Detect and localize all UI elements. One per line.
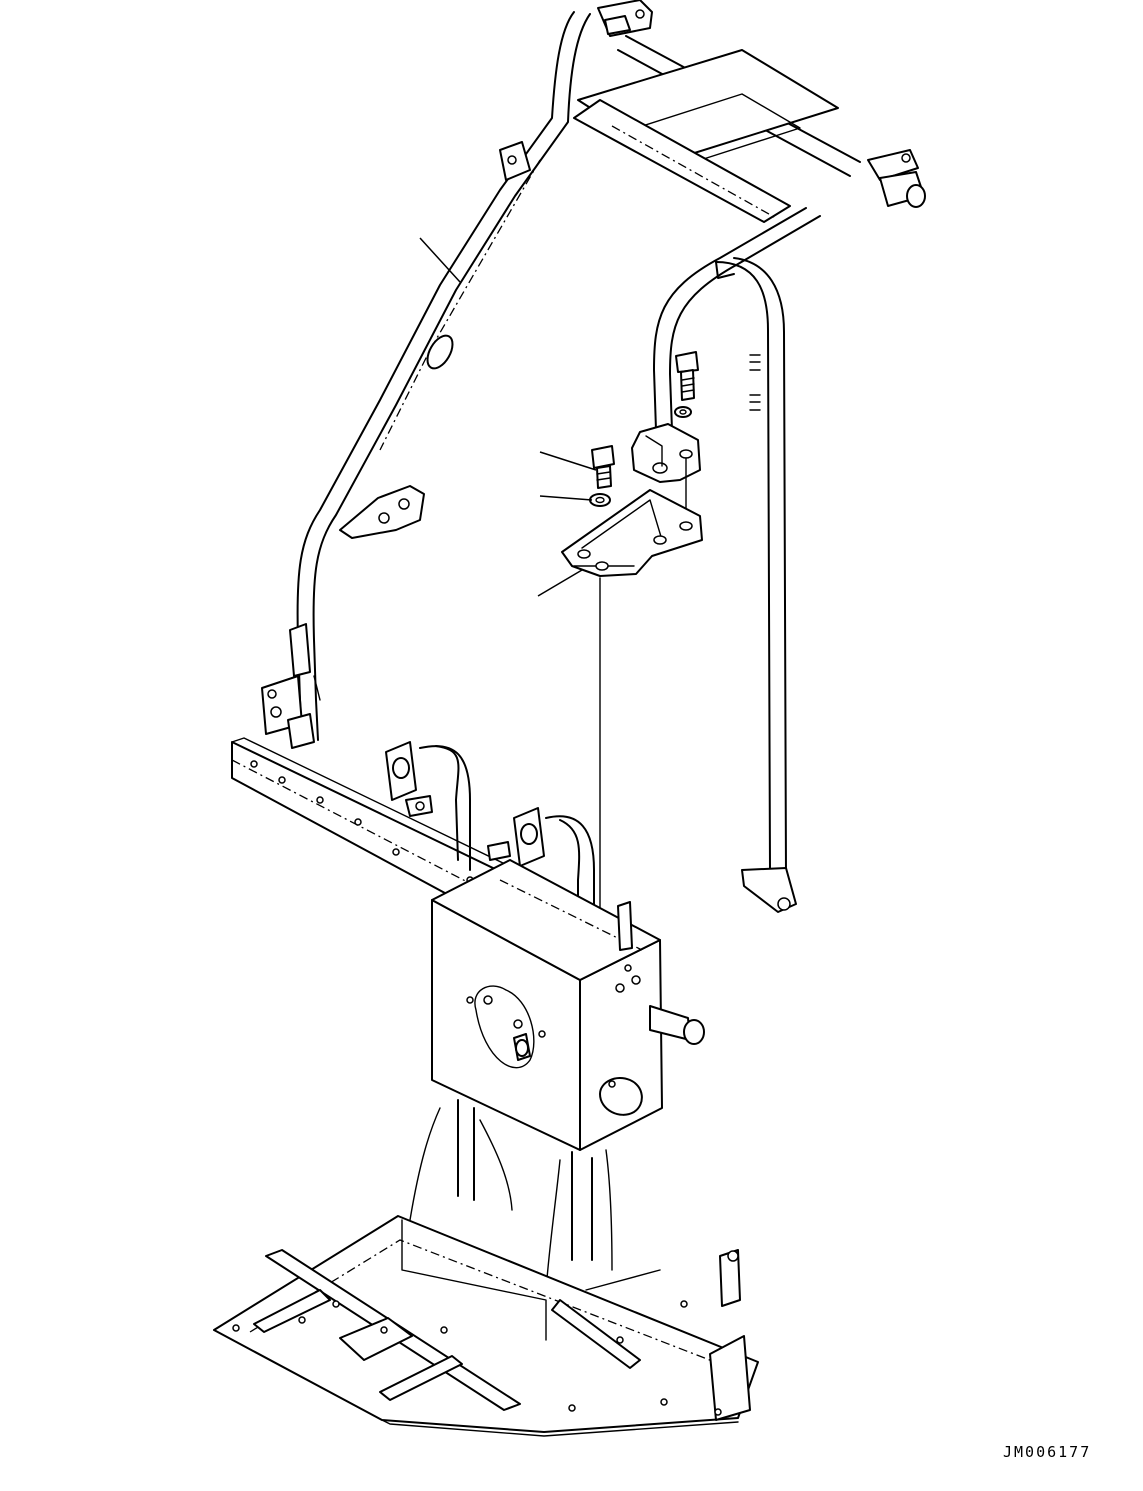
handrail-frame [262,0,925,912]
drawing-code-label: JM006177 [1003,1443,1092,1461]
washer [590,494,610,506]
bolt [592,446,614,488]
bracket-leader [538,570,582,596]
right-washer [675,407,691,417]
mounting-bracket [562,490,702,576]
right-bolt [676,352,698,400]
right-mount-plate [632,424,700,482]
rail-frame-leader [420,238,460,282]
bolt-leader [540,452,596,470]
seat-column [232,738,704,1290]
washer-leader [540,496,592,500]
base-frame [214,1216,758,1436]
